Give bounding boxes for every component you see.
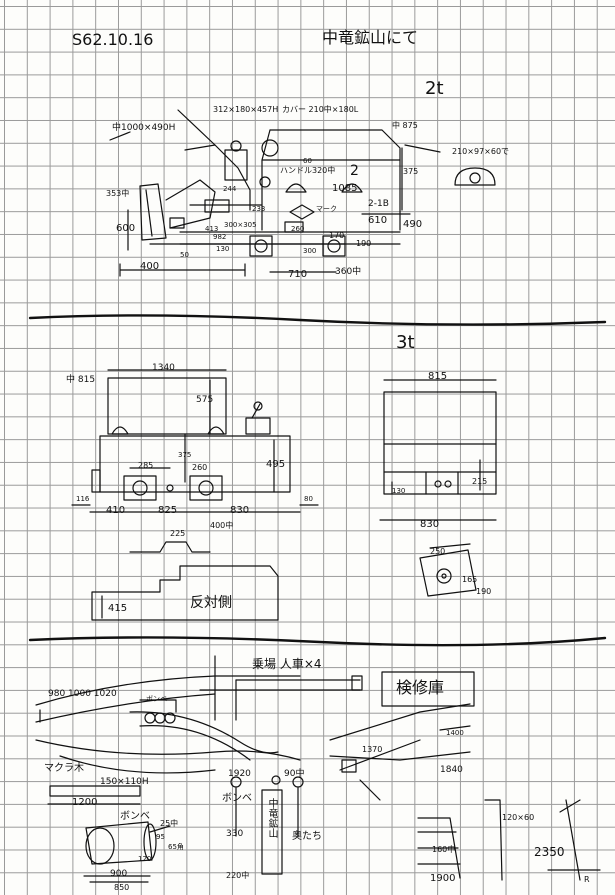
dim-490: 490 xyxy=(403,219,423,230)
sleeper-length: 1200 xyxy=(72,797,98,808)
dim-90: 90中 xyxy=(284,769,305,779)
dim-3t-375: 375 xyxy=(178,451,192,459)
dim-box-b: 210×97×60で xyxy=(452,147,510,156)
dim-cab: 中1000×490H xyxy=(112,123,176,133)
mine-sign-text: 中竜鉱山 xyxy=(266,798,277,838)
dim-400: 400 xyxy=(140,261,160,272)
dim-330: 330 xyxy=(226,829,244,839)
dim-1085: 1085 xyxy=(332,183,358,194)
dim-600: 600 xyxy=(116,223,136,234)
dim-3t-410: 410 xyxy=(106,505,126,516)
ladder-dim-160: 160中 xyxy=(432,845,456,854)
dim-3t-400: 400中 xyxy=(210,521,234,530)
dim-3t-260: 260 xyxy=(192,463,208,472)
tank-dim-65: 65角 xyxy=(168,843,184,851)
tank-dim-850: 850 xyxy=(114,883,130,892)
ladder-dim-2350: 2350 xyxy=(534,845,565,859)
dim-220: 220中 xyxy=(226,871,250,880)
dim-3t-495: 495 xyxy=(266,459,286,470)
dim-244: 244 xyxy=(223,185,237,193)
dim-3t-830: 830 xyxy=(230,505,250,516)
tank-dim-900: 900 xyxy=(110,869,128,879)
dim-300: 300 xyxy=(303,247,317,255)
dim-260: 260 xyxy=(291,225,305,233)
yard-plan-drawing xyxy=(35,655,601,883)
dim-190: 190 xyxy=(356,239,372,248)
dim-2: 2 xyxy=(350,163,359,179)
mark-label: マーク xyxy=(316,205,337,213)
sheet-title: 中竜鉱山にて xyxy=(322,28,419,47)
bombe-b-label: ボンベ xyxy=(120,811,150,822)
dim-1920: 1920 xyxy=(228,769,251,779)
dim-front-830: 830 xyxy=(420,519,440,530)
divider-line-2 xyxy=(28,636,607,647)
ladder-r-label: R xyxy=(584,875,590,884)
sheet-date: S62.10.16 xyxy=(72,30,154,49)
dim-710: 710 xyxy=(288,269,308,280)
loco-2t-drawing xyxy=(109,109,496,277)
dim-300-305: 300×305 xyxy=(224,221,257,229)
tank-dim-120: 120 xyxy=(138,855,152,863)
dim-170: 170 xyxy=(329,231,345,240)
dim-50: 50 xyxy=(180,251,189,259)
tank-dim-95: 95 xyxy=(156,833,165,841)
ladder-dim-120: 120×60 xyxy=(502,813,535,822)
platform-label: 乗場 人車×4 xyxy=(252,657,322,671)
ladder-dim-1900: 1900 xyxy=(430,873,456,884)
dim-lamp-165: 165 xyxy=(462,575,478,584)
dim-360: 360中 xyxy=(335,267,362,277)
dim-front-815: 815 xyxy=(428,371,448,382)
dim-3t-1340: 1340 xyxy=(152,363,175,373)
dim-cover-a: カバー 210中×180L xyxy=(282,105,359,114)
dim-375: 375 xyxy=(403,167,419,176)
dim-3t-825: 825 xyxy=(158,505,178,516)
dim-875: 中 875 xyxy=(392,121,418,130)
dim-3t-575: 575 xyxy=(196,395,214,405)
dim-3t-815: 中 815 xyxy=(66,375,96,385)
dim-3t-116: 116 xyxy=(76,495,90,503)
dim-step-225: 225 xyxy=(170,529,186,538)
dim-handle: ハンドル320中 xyxy=(280,166,336,175)
dim-413: 413 xyxy=(205,225,219,233)
sleeper-dims: 150×110H xyxy=(100,777,149,787)
tank-dim-25: 25中 xyxy=(160,819,179,828)
reverse-side-label: 反対側 xyxy=(190,595,232,611)
dim-3t-80: 80 xyxy=(304,495,313,503)
dim-218: 2-1B xyxy=(368,199,389,209)
dim-lamp-250: 250 xyxy=(430,547,446,556)
switch-dim-1400: 1400 xyxy=(446,729,464,737)
loco-3t-side-drawing xyxy=(71,369,319,513)
dim-610: 610 xyxy=(368,215,388,226)
switch-dim-1370: 1370 xyxy=(362,745,383,754)
reverse-plate-drawing xyxy=(91,565,279,621)
sleeper-label: マクラ木 xyxy=(44,763,84,774)
dim-lamp-190: 190 xyxy=(476,587,492,596)
loco-3t-label: 3t xyxy=(396,332,415,353)
dim-box-a: 312×180×457H xyxy=(213,105,279,114)
step-detail-drawing xyxy=(129,541,211,553)
dim-353: 353中 xyxy=(106,189,130,198)
lamp-detail-drawing xyxy=(419,543,477,597)
dim-982: 982 xyxy=(213,233,227,241)
dim-130: 130 xyxy=(216,245,230,253)
shed-label: 検修庫 xyxy=(396,678,445,697)
gauges-label: 980 1000 1020 xyxy=(48,689,117,699)
loco-2t-label: 2t xyxy=(425,78,444,99)
dim-plate-415: 415 xyxy=(108,603,128,614)
dim-60: 60 xyxy=(303,157,312,165)
dim-front-130: 130 xyxy=(392,487,406,495)
dim-front-215: 215 xyxy=(472,477,488,486)
switch-dim-1840: 1840 xyxy=(440,765,463,775)
dim-3t-285: 285 xyxy=(138,461,154,470)
mine-sign-sub: 奥たち xyxy=(292,831,322,842)
bombe-a-label: ボンベ xyxy=(222,793,252,804)
loco-3t-front-drawing xyxy=(379,379,497,521)
divider-line-1 xyxy=(28,314,607,326)
dim-233: 233 xyxy=(252,205,266,213)
bombe-sign-label: ボンベ xyxy=(146,695,167,703)
